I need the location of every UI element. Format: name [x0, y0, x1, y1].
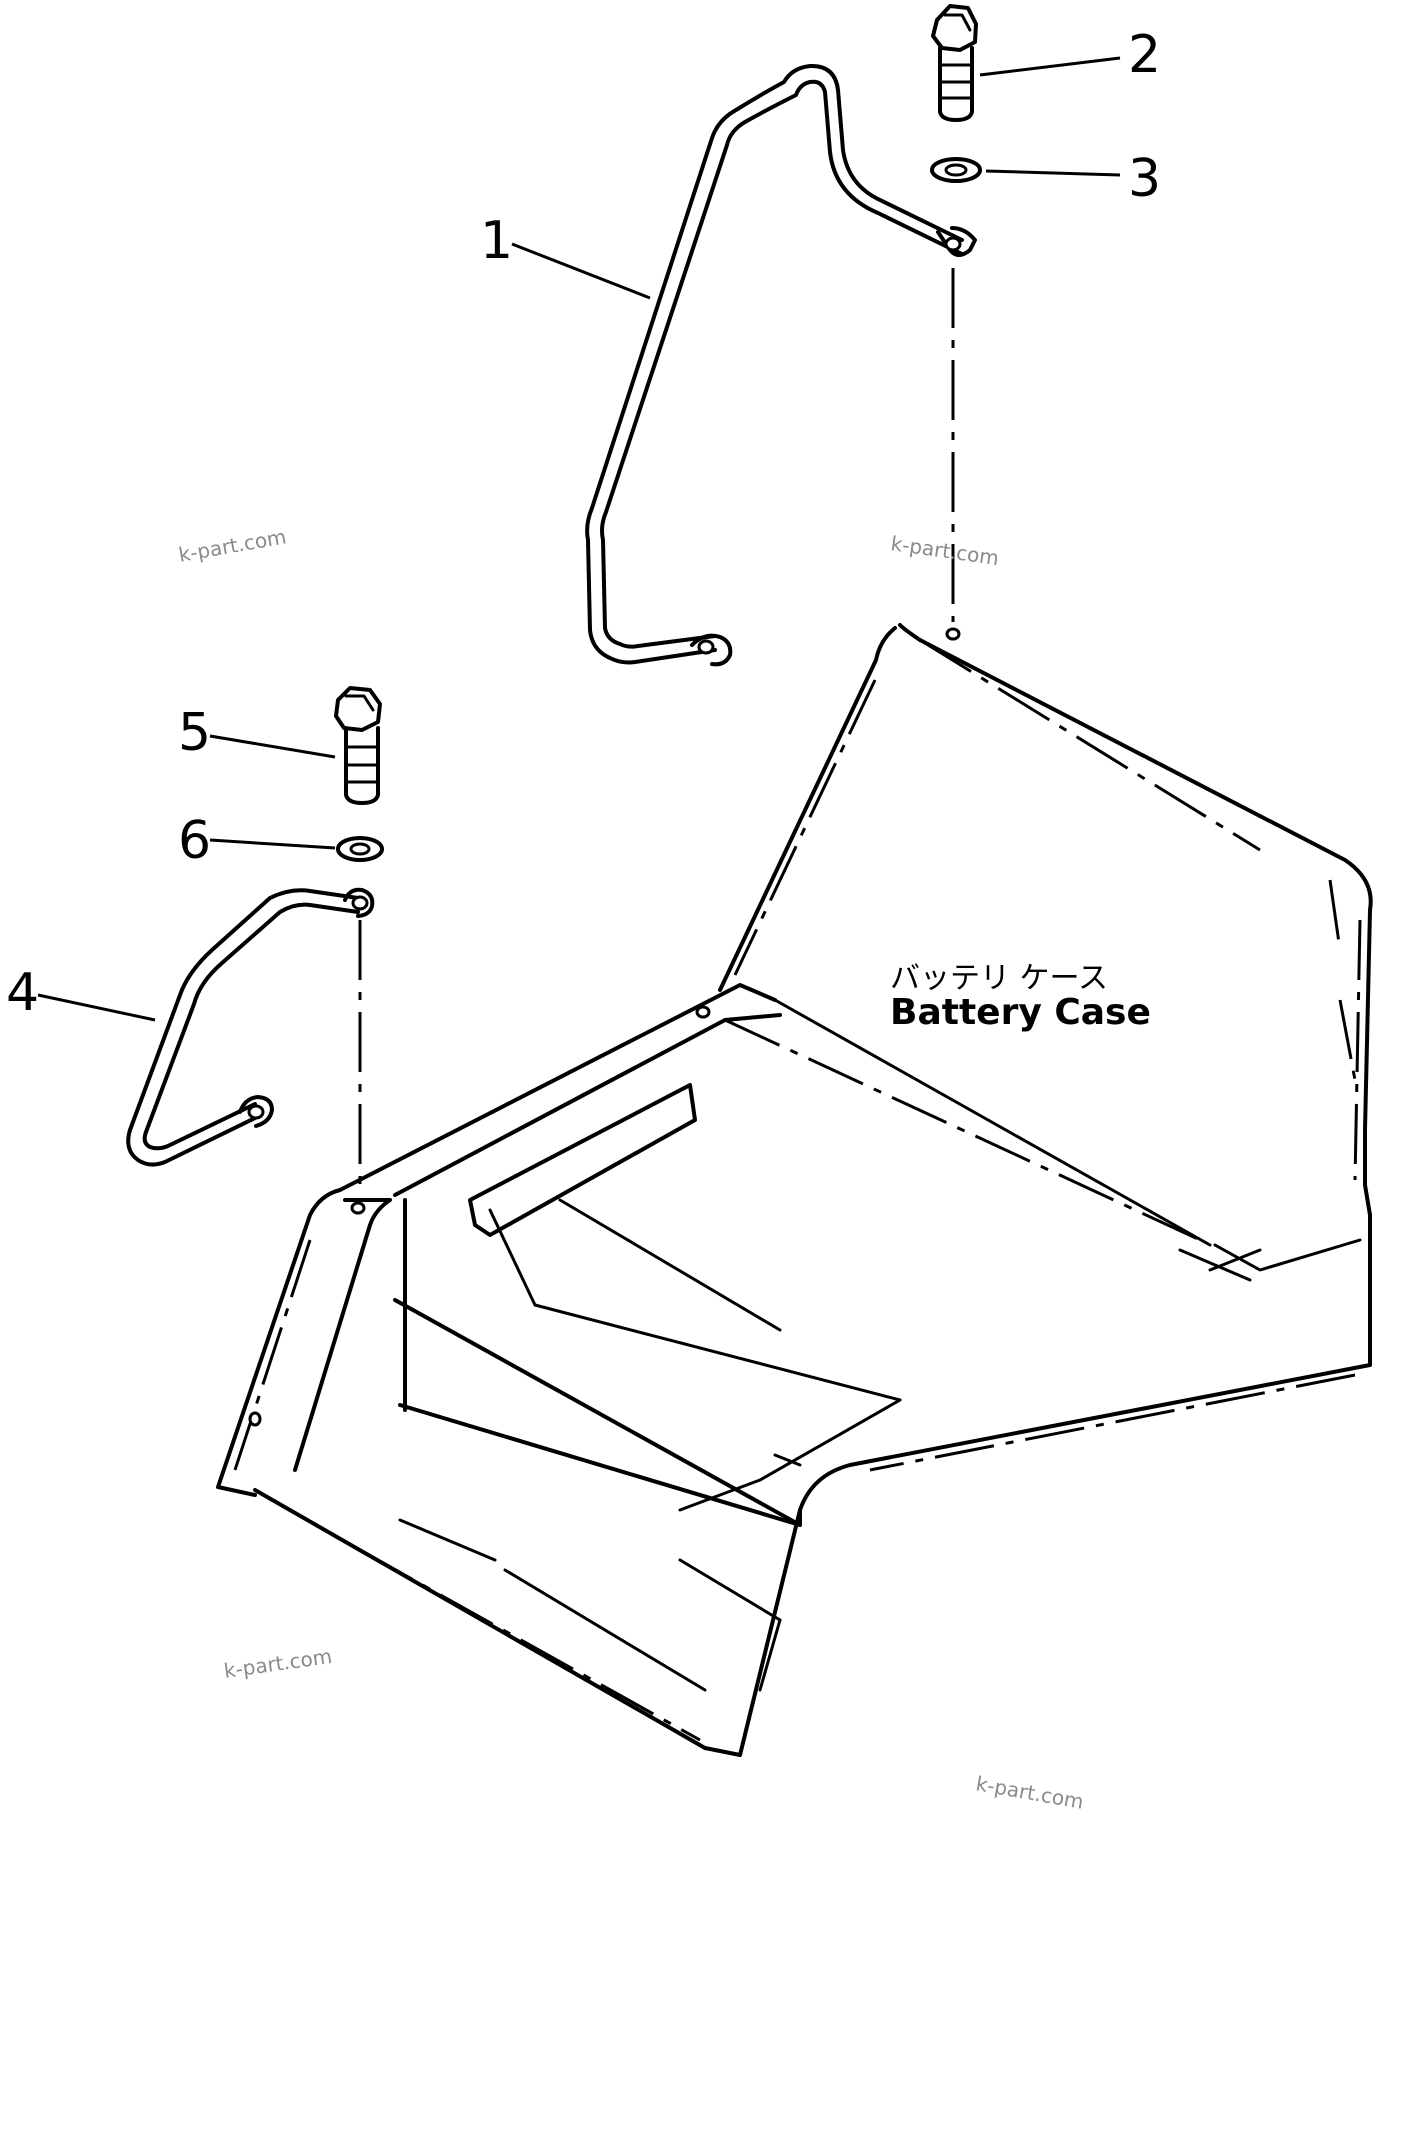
- callout-numbers: 1 2 3 4 5 6: [6, 25, 1161, 1023]
- label-english: Battery Case: [890, 992, 1151, 1033]
- battery-case-label: バッテリ ケース Battery Case: [890, 961, 1151, 1033]
- watermark-4: k-part.com: [974, 1771, 1085, 1814]
- label-japanese: バッテリ ケース: [890, 961, 1108, 996]
- watermark-2: k-part.com: [889, 531, 1000, 570]
- callout-4: 4: [6, 963, 39, 1023]
- bolt-top: [931, 4, 978, 122]
- callout-1: 1: [480, 211, 513, 271]
- callout-3: 3: [1128, 149, 1161, 209]
- handrail-large: [585, 63, 977, 667]
- battery-case: [216, 623, 1373, 1757]
- watermarks: k-part.com k-part.com k-part.com k-part.…: [177, 524, 1086, 1813]
- washer-lower: [336, 836, 384, 862]
- callout-5: 5: [178, 703, 211, 763]
- callout-2: 2: [1128, 25, 1161, 85]
- callout-6: 6: [178, 811, 211, 871]
- watermark-1: k-part.com: [177, 524, 288, 567]
- leader-lines: [37, 56, 1121, 1022]
- handrail-small: [126, 887, 375, 1167]
- washer-top: [930, 157, 982, 183]
- watermark-3: k-part.com: [222, 1644, 333, 1683]
- bolt-lower: [334, 686, 382, 805]
